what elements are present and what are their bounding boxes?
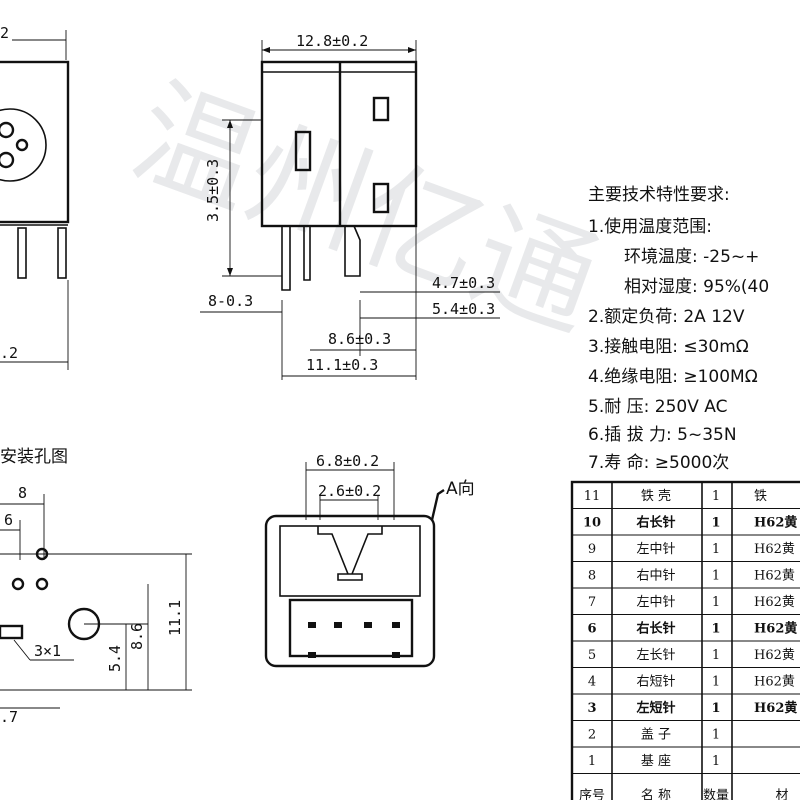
bom-cell-qty: 1 <box>712 754 720 769</box>
dim-d: 11.1±0.3 <box>306 356 378 374</box>
spec-line-3: 相对湿度: 95%(40 <box>624 277 769 297</box>
bom-cell-qty: 1 <box>711 622 720 637</box>
dim-pin-offset: 8-0.3 <box>208 292 253 310</box>
partial-top-dim: 2 <box>0 24 9 42</box>
partial-bottom-dim: .2 <box>0 344 18 362</box>
bom-cell-name: 左长针 <box>636 648 675 663</box>
bom-cell-name: 左中针 <box>636 542 675 557</box>
bom-cell-mat: H62黄 <box>754 542 795 557</box>
bom-cell-name: 右短针 <box>636 675 675 690</box>
dim-height: 3.5±0.3 <box>204 159 222 222</box>
dim-54: 5.4 <box>106 645 124 672</box>
slot-dim: 3×1 <box>34 642 61 660</box>
bom-cell-no: 7 <box>588 595 596 610</box>
bom-cell-qty: 1 <box>712 728 720 743</box>
dim-a: 4.7±0.3 <box>432 274 495 292</box>
bom-cell-name: 铁 壳 <box>641 489 671 504</box>
dim-bottom: .7 <box>0 708 18 726</box>
bom-cell-mat: H62黄 <box>754 595 795 610</box>
left-partial-view: 2 .2 <box>0 24 70 370</box>
bom-cell-mat: H62黄 <box>754 675 795 690</box>
dim-outer: 6.8±0.2 <box>316 452 379 470</box>
spec-line-6: 4.绝缘电阻: ≥100MΩ <box>588 367 758 387</box>
dim-111: 11.1 <box>166 600 184 636</box>
bom-header-qty: 数量 <box>703 789 729 800</box>
bom-cell-no: 9 <box>588 542 596 557</box>
bom-cell-name: 左中针 <box>636 595 675 610</box>
spec-heading: 主要技术特性要求: <box>588 185 730 205</box>
bom-cell-qty: 1 <box>711 516 720 531</box>
dim-86: 8.6 <box>128 623 146 650</box>
bom-cell-name: 基 座 <box>641 754 671 769</box>
mounting-hole-view: 安装孔图 8 6 3×1 5.4 8.6 11.1 .7 <box>0 447 192 726</box>
bom-cell-no: 8 <box>588 569 596 584</box>
spec-line-8: 6.插 拔 力: 5~35N <box>588 425 737 445</box>
bom-cell-name: 右中针 <box>636 569 675 584</box>
direction-label: A向 <box>446 479 475 499</box>
bom-cell-no: 3 <box>587 701 596 716</box>
bom-cell-mat: 铁 <box>754 489 767 504</box>
bom-cell-no: 6 <box>587 622 596 637</box>
side-view: 12.8±0.2 3.5±0.3 8-0.3 4.7±0.3 5.4±0.3 8… <box>200 32 500 380</box>
bom-cell-mat: H62黄 <box>754 700 797 716</box>
spec-line-4: 2.额定负荷: 2A 12V <box>588 307 745 327</box>
spec-block: 主要技术特性要求: 1.使用温度范围: 环境温度: -25~+ 相对湿度: 95… <box>588 185 769 473</box>
bom-cell-qty: 1 <box>712 675 720 690</box>
front-shell <box>264 514 436 668</box>
bom-cell-no: 1 <box>588 754 596 769</box>
bom-cell-no: 11 <box>584 489 601 504</box>
dim-inner: 2.6±0.2 <box>318 482 381 500</box>
front-view-a: 6.8±0.2 2.6±0.2 A向 <box>264 452 475 668</box>
spec-line-2: 环境温度: -25~+ <box>624 247 759 267</box>
bom-frame <box>570 480 800 800</box>
spec-line-5: 3.接触电阻: ≤30mΩ <box>588 337 749 357</box>
bom-cell-qty: 1 <box>712 542 720 557</box>
bom-cell-mat: H62黄 <box>754 515 797 531</box>
bom-cell-qty: 1 <box>711 701 720 716</box>
bom-cell-name: 右长针 <box>635 515 675 531</box>
spec-line-9: 7.寿 命: ≥5000次 <box>588 453 729 473</box>
spec-line-1: 1.使用温度范围: <box>588 216 712 237</box>
watermark-text: 温州亿通 <box>116 62 615 357</box>
bom-cell-mat: H62黄 <box>754 569 795 584</box>
bom-cell-name: 盖 子 <box>641 728 671 743</box>
bom-header-mat: 材 <box>775 789 788 800</box>
dim-overall-width: 12.8±0.2 <box>296 32 368 50</box>
bom-cell-no: 4 <box>588 675 596 690</box>
mounting-hole-title: 安装孔图 <box>0 447 68 467</box>
bom-cell-qty: 1 <box>712 595 720 610</box>
bom-cell-qty: 1 <box>712 489 720 504</box>
bom-cell-qty: 1 <box>712 648 720 663</box>
watermark: 温州亿通 <box>116 62 615 357</box>
bom-cell-mat: H62黄 <box>754 621 797 637</box>
spec-line-7: 5.耐 压: 250V AC <box>588 397 727 417</box>
dim-6: 6 <box>4 511 13 529</box>
bom-cell-name: 左短针 <box>636 700 675 716</box>
bom-header-name: 名 称 <box>641 788 671 800</box>
dim-8: 8 <box>18 484 27 502</box>
dim-b: 5.4±0.3 <box>432 300 495 318</box>
bom-cell-name: 右长针 <box>635 621 675 637</box>
bom-cell-no: 2 <box>588 728 596 743</box>
bom-cell-mat: H62黄 <box>754 648 795 663</box>
bom-cell-no: 5 <box>588 648 596 663</box>
bom-cell-no: 10 <box>583 516 601 531</box>
bom-cell-qty: 1 <box>712 569 720 584</box>
dim-c: 8.6±0.3 <box>328 330 391 348</box>
bom-header-no: 序号 <box>579 789 605 800</box>
